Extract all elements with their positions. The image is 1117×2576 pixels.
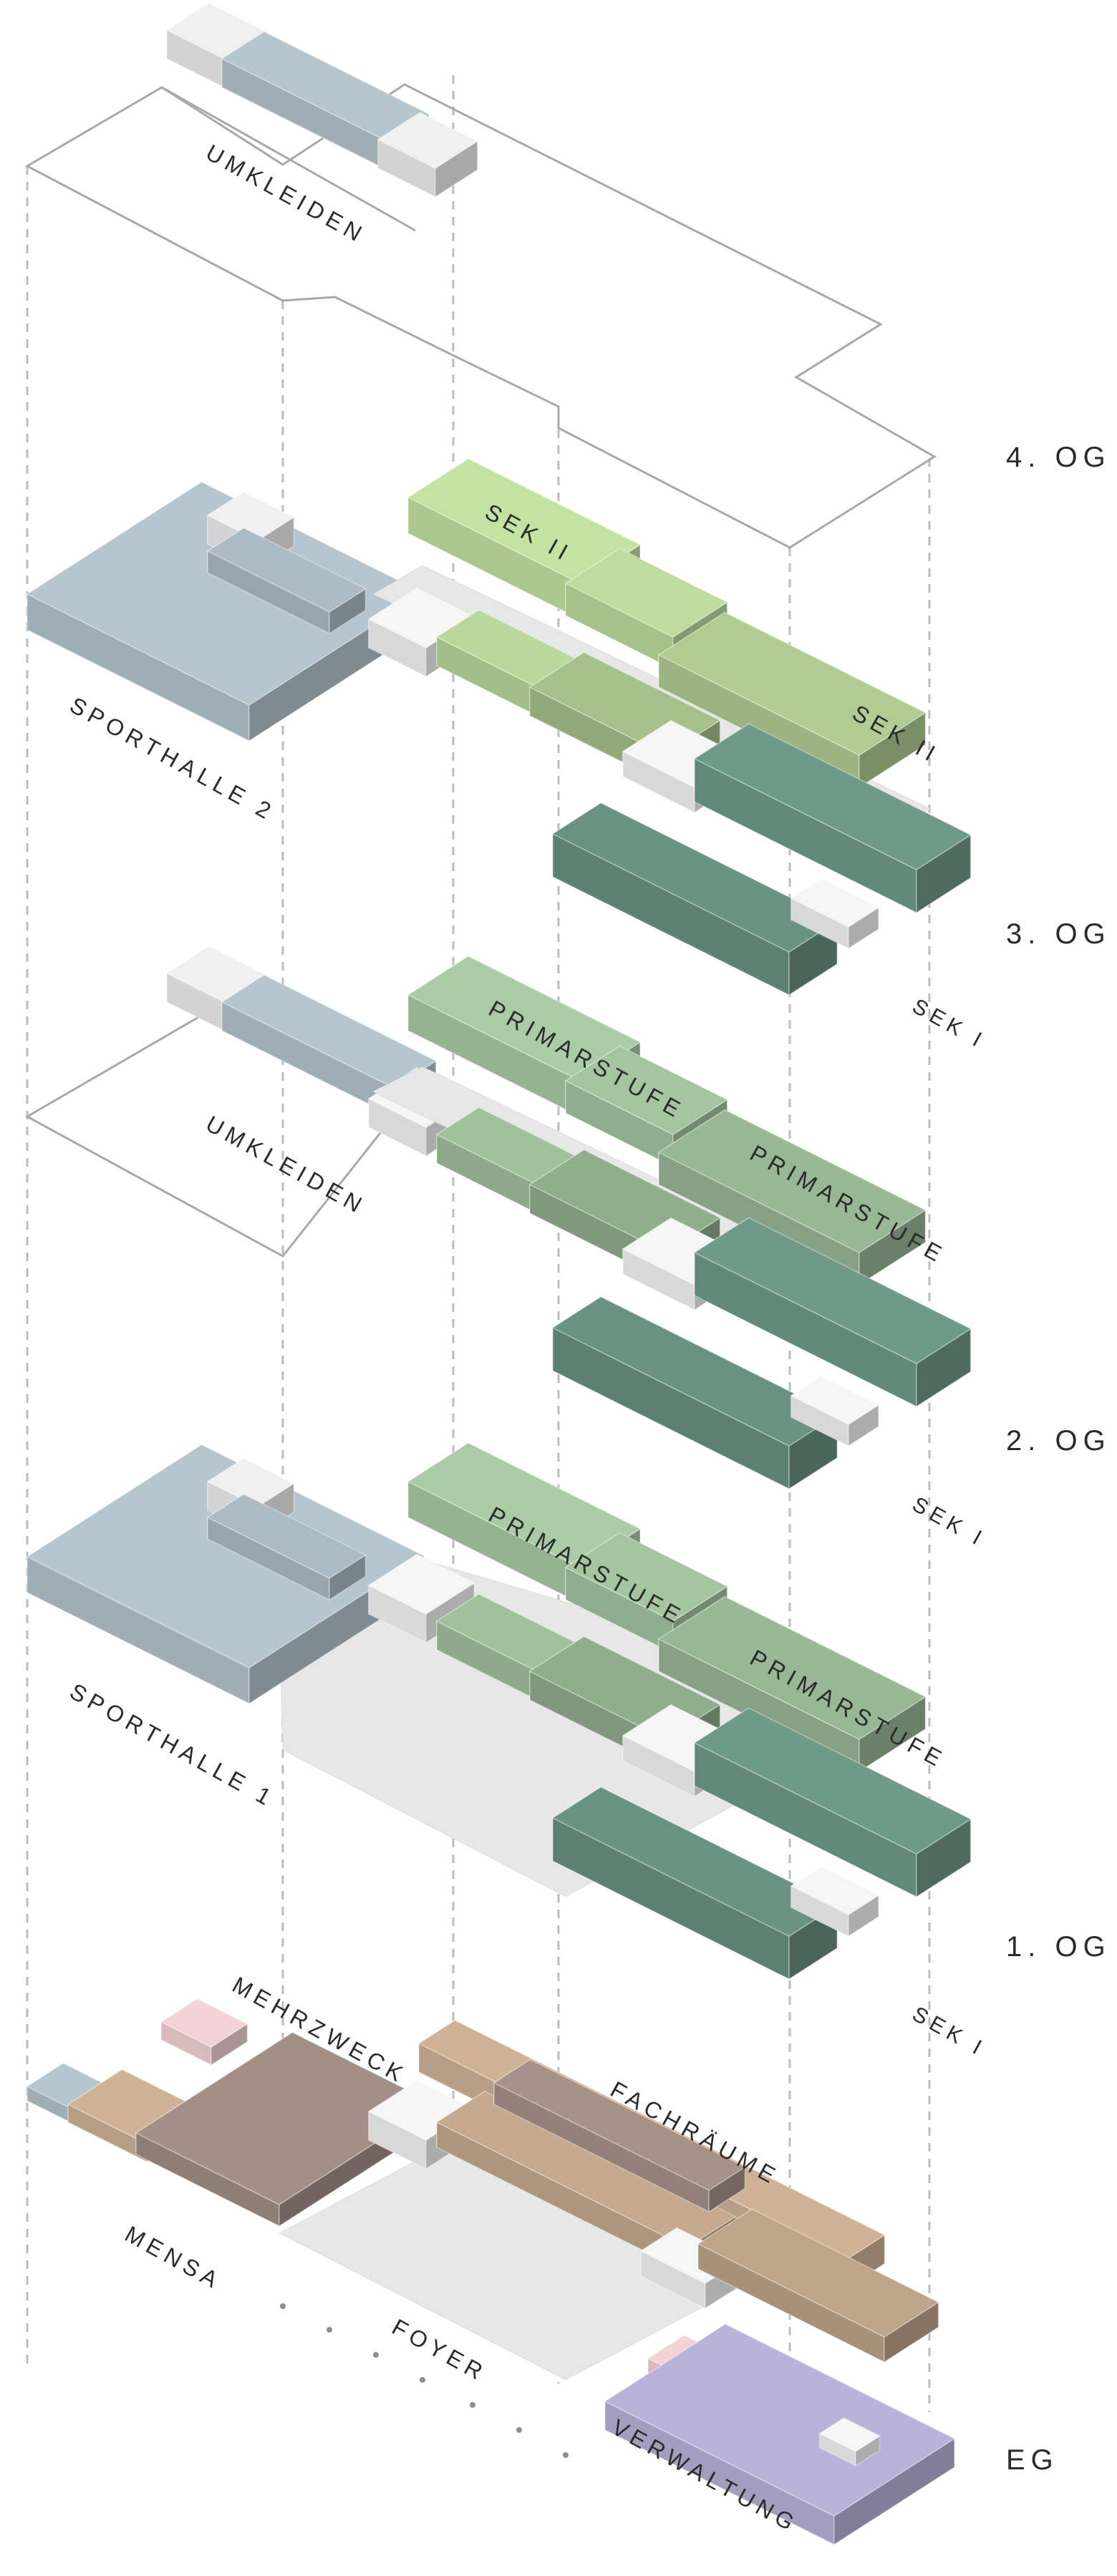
- og3-core-white-c-face-top: [790, 878, 880, 928]
- label-mensa: MENSA: [121, 2221, 227, 2295]
- level-label-1og: 1. OG: [1006, 1931, 1111, 1963]
- eg-fach-south: [697, 2208, 940, 2363]
- og1-primar-north-face-top: [407, 1442, 642, 1568]
- eg-fach-dark: [493, 2059, 746, 2213]
- og3-core-white-c: [790, 878, 880, 950]
- og1-primar-mid: [564, 1532, 729, 1655]
- foyer-dot-6: [516, 2427, 522, 2433]
- level-label-3og: 3. OG: [1006, 918, 1111, 950]
- og3-sporthalle-2: [26, 481, 425, 742]
- og1-core-white-c-face-top: [790, 1866, 880, 1915]
- eg-fach-dark-face-top: [493, 2059, 746, 2191]
- og3-sek2-east-face-top: [657, 611, 927, 756]
- og3-sek1-south: [551, 802, 838, 996]
- label-sek-i-3: SEK I: [909, 994, 990, 1054]
- foyer-dot-4: [420, 2377, 425, 2383]
- og4-umkleiden-white-a-face-top: [165, 2, 268, 59]
- og4-umkleiden-white-b-face-top: [377, 112, 479, 169]
- level-label-eg: EG: [1006, 2444, 1059, 2476]
- floor-outline-4og-b: [161, 86, 416, 232]
- foyer-dot-3: [373, 2352, 379, 2358]
- og3-sport-steps-face-top: [206, 527, 367, 613]
- og4-umkleiden-blue-face-top: [221, 31, 430, 142]
- label-sek-i-2: SEK I: [909, 1492, 990, 1552]
- og1-core-white-face-top: [367, 1553, 475, 1615]
- foyer-dot-2: [327, 2327, 332, 2333]
- og1-sporthalle-1-face-top: [26, 1444, 425, 1668]
- og2-core-white-c-face-top: [790, 1376, 880, 1425]
- eg-fach-south-face-top: [697, 2208, 940, 2338]
- eg-admin-white: [818, 2417, 881, 2467]
- og2-primar-north-face-top: [407, 956, 642, 1082]
- level-label-4og: 4. OG: [1006, 442, 1111, 473]
- og4-umkleiden-white-b: [377, 111, 479, 198]
- og3-sek1-north-face-top: [693, 723, 972, 870]
- og2-sek1-north: [693, 1217, 972, 1408]
- og1-core-white-c: [790, 1865, 880, 1938]
- eg-pink-room-face-top: [160, 1998, 248, 2048]
- og2-umkleiden-white-face-top: [165, 946, 268, 1003]
- label-umkleiden-mid: UMKLEIDEN: [202, 1111, 371, 1220]
- og2-primar-north: [407, 955, 642, 1118]
- volume-blocks: [26, 1, 972, 2546]
- og1-primar-east-face-top: [657, 1595, 927, 1740]
- og3-sport-steps: [206, 527, 367, 635]
- og2-sek1-north-face-top: [693, 1217, 972, 1364]
- og3-sek2-north: [407, 457, 642, 621]
- og2-primar-mid-face-top: [564, 1045, 729, 1135]
- eg-verwaltung-face-top: [604, 2323, 956, 2517]
- eg-fach-inner: [435, 2090, 737, 2274]
- og3-sek2-north-face-top: [407, 458, 642, 584]
- og2-primar-east-face-top: [657, 1109, 927, 1253]
- og3-sek1-north: [693, 723, 972, 914]
- label-sek-i-1: SEK I: [909, 2002, 990, 2061]
- og2-umkleiden-blue-face-top: [221, 974, 437, 1089]
- eg-fach-inner-face-top: [435, 2090, 737, 2248]
- og1-sport-steps-face-top: [206, 1493, 367, 1579]
- og1-sport-steps: [206, 1493, 367, 1601]
- og3-sek2-mid-face-top: [564, 548, 729, 638]
- og2-core-white-c: [790, 1375, 880, 1447]
- og1-sek1-north: [693, 1707, 972, 1898]
- eg-admin-white-face-top: [818, 2417, 881, 2452]
- floor-outline-4og-a: [24, 83, 937, 549]
- foyer-dot-1: [280, 2303, 286, 2309]
- og1-primar-mid-face-top: [564, 1532, 729, 1622]
- foyer-dot-5: [470, 2402, 475, 2408]
- label-umkleiden-top: UMKLEIDEN: [202, 140, 371, 249]
- og1-sek1-north-face-top: [693, 1707, 972, 1855]
- foyer-dot-7: [563, 2452, 569, 2458]
- level-label-2og: 2. OG: [1006, 1425, 1111, 1457]
- eg-verwaltung: [604, 2323, 956, 2546]
- eg-pink-room: [160, 1998, 248, 2066]
